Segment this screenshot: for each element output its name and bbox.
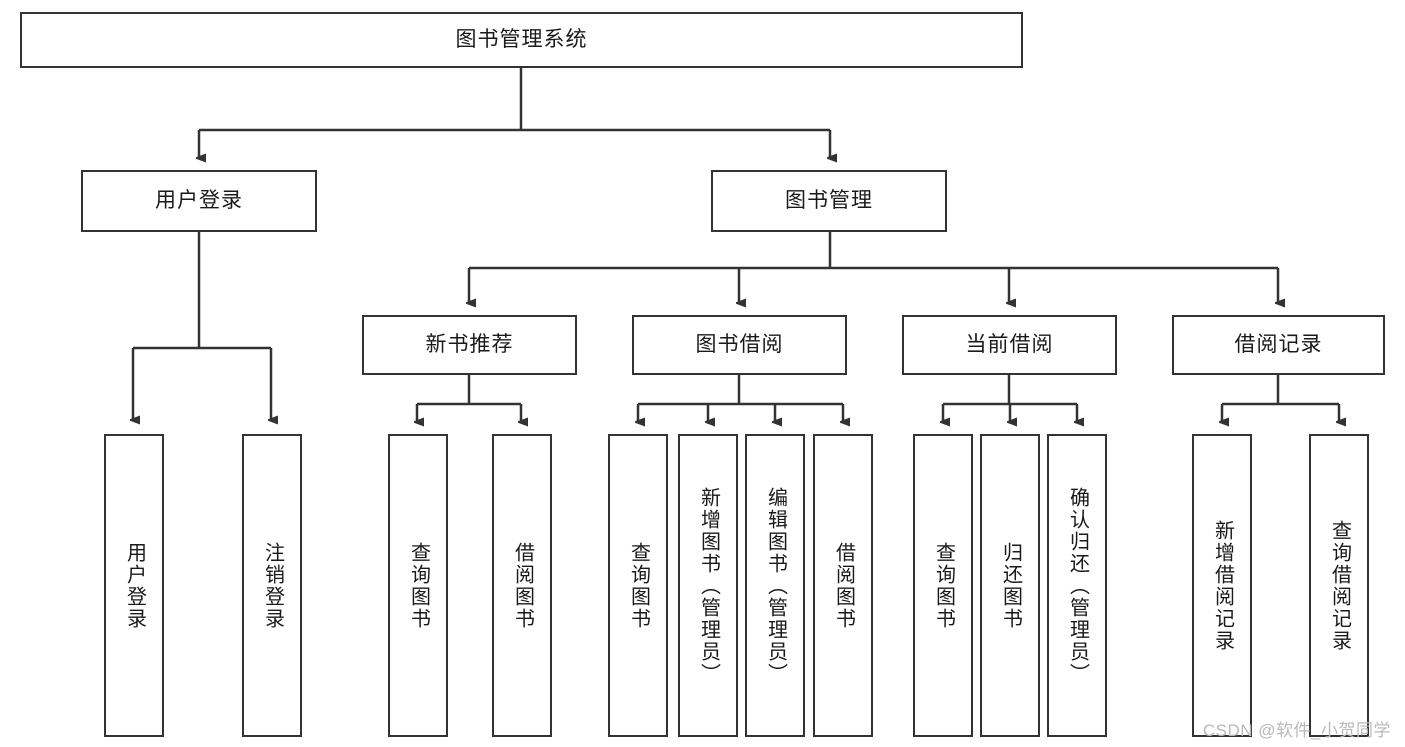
node-new-book-recommend[interactable]: 新书推荐	[362, 315, 577, 375]
leaf-new-book-borrow[interactable]: 借阅图书	[492, 434, 552, 737]
node-root-system[interactable]: 图书管理系统	[20, 12, 1023, 68]
leaf-new-book-query[interactable]: 查询图书	[388, 434, 448, 737]
node-label: 查询借阅记录	[1328, 519, 1351, 652]
leaf-book-borrow-edit[interactable]: 编辑图书（管理员）	[745, 434, 805, 737]
node-label: 注销登录	[261, 541, 284, 630]
leaf-user-login-logout[interactable]: 注销登录	[242, 434, 302, 737]
node-book-management[interactable]: 图书管理	[711, 170, 947, 232]
leaf-borrow-record-query[interactable]: 查询借阅记录	[1309, 434, 1369, 737]
node-label: 图书管理系统	[455, 27, 588, 51]
node-label: 借阅记录	[1234, 332, 1323, 356]
node-user-login[interactable]: 用户登录	[81, 170, 317, 232]
node-label: 图书管理	[785, 188, 873, 212]
node-label: 图书借阅	[695, 332, 784, 356]
leaf-current-borrow-return[interactable]: 归还图书	[980, 434, 1040, 737]
leaf-current-borrow-confirm-return[interactable]: 确认归还（管理员）	[1047, 434, 1107, 737]
node-label: 查询图书	[932, 541, 955, 630]
node-label: 用户登录	[123, 541, 146, 630]
node-label: 编辑图书（管理员）	[764, 486, 787, 685]
node-current-borrow[interactable]: 当前借阅	[902, 315, 1117, 375]
leaf-book-borrow-query[interactable]: 查询图书	[608, 434, 668, 737]
leaf-user-login-login[interactable]: 用户登录	[104, 434, 164, 737]
node-label: 用户登录	[155, 188, 243, 212]
watermark-text: CSDN @软件_小贺同学	[1202, 721, 1391, 740]
node-label: 新书推荐	[425, 332, 514, 356]
node-label: 查询图书	[627, 541, 650, 630]
node-label: 新增图书（管理员）	[697, 486, 720, 685]
node-borrow-record[interactable]: 借阅记录	[1172, 315, 1385, 375]
leaf-book-borrow-borrow[interactable]: 借阅图书	[813, 434, 873, 737]
node-label: 查询图书	[407, 541, 430, 630]
node-label: 借阅图书	[511, 541, 534, 630]
node-label: 确认归还（管理员）	[1066, 486, 1089, 685]
leaf-borrow-record-add[interactable]: 新增借阅记录	[1192, 434, 1252, 737]
leaf-current-borrow-query[interactable]: 查询图书	[913, 434, 973, 737]
node-book-borrow[interactable]: 图书借阅	[632, 315, 847, 375]
node-label: 新增借阅记录	[1211, 519, 1234, 652]
node-label: 归还图书	[999, 541, 1022, 630]
node-label: 借阅图书	[832, 541, 855, 630]
leaf-book-borrow-add[interactable]: 新增图书（管理员）	[678, 434, 738, 737]
node-label: 当前借阅	[965, 332, 1054, 356]
